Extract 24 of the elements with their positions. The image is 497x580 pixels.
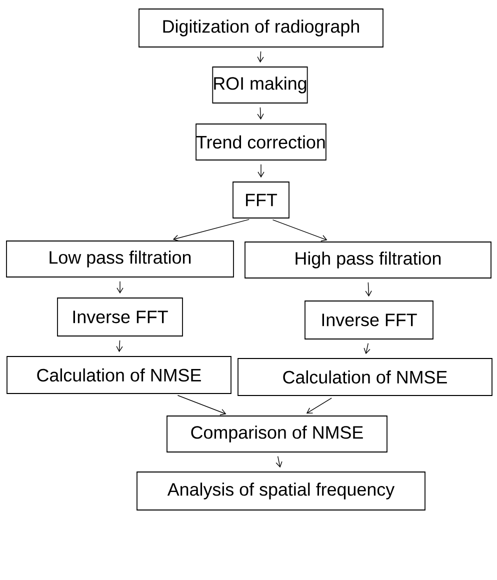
arrow: [272, 219, 328, 242]
process-box: Digitization of radiograph: [138, 8, 384, 48]
arrow: [116, 281, 124, 294]
process-box: Inverse FFT: [304, 300, 434, 340]
arrow: [258, 164, 264, 178]
process-box: Calculation of NMSE: [238, 358, 492, 396]
arrow: [276, 456, 282, 468]
process-box: High pass filtration: [244, 242, 492, 278]
arrow: [116, 340, 123, 352]
process-box: Comparison of NMSE: [166, 416, 388, 452]
arrow: [257, 107, 264, 120]
arrow: [365, 282, 372, 297]
arrow: [306, 398, 332, 414]
process-box: Analysis of spatial frequency: [136, 472, 426, 510]
arrow: [177, 395, 226, 416]
process-box: Trend correction: [196, 124, 326, 160]
arrow: [172, 219, 250, 242]
arrow: [364, 343, 370, 354]
process-box: ROI making: [212, 66, 308, 104]
process-box: FFT: [232, 182, 290, 218]
process-box: Calculation of NMSE: [6, 356, 232, 394]
process-box: Inverse FFT: [57, 298, 183, 336]
process-box: Low pass filtration: [6, 240, 234, 278]
arrow: [257, 51, 264, 63]
